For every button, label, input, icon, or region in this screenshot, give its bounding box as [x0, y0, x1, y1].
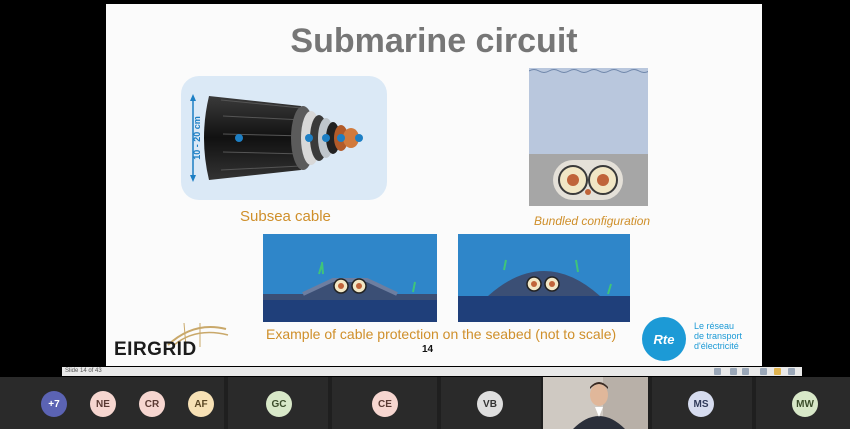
participant-avatar-cr[interactable]: CR — [139, 391, 165, 417]
reading-view-icon[interactable] — [760, 368, 767, 375]
eirgrid-logo: EIRGRID — [114, 319, 234, 363]
rte-tagline-line: Le réseau — [694, 321, 735, 331]
participant-strip: +7 NE CR AF GC CE VB MS MW — [0, 377, 850, 429]
participant-avatar-ce[interactable]: CE — [372, 391, 398, 417]
notes-icon[interactable] — [714, 368, 721, 375]
presentation-slide: Submarine circuit 10 - 20 cm — [106, 4, 762, 366]
slideshow-icon[interactable] — [774, 368, 781, 375]
participant-avatar-gc[interactable]: GC — [266, 391, 292, 417]
eirgrid-wordmark: EIRGRID — [114, 339, 197, 360]
slide-page-number: 14 — [422, 344, 434, 355]
normal-view-icon[interactable] — [730, 368, 737, 375]
rte-tagline-line: de transport — [694, 331, 743, 341]
slide-sorter-icon[interactable] — [742, 368, 749, 375]
subsea-cable-caption: Subsea cable — [240, 208, 331, 225]
participant-avatar-af[interactable]: AF — [188, 391, 214, 417]
zoom-icon[interactable] — [788, 368, 795, 375]
seabed-caption: Example of cable protection on the seabe… — [266, 326, 617, 342]
seabed-protection-illustration-left — [263, 234, 437, 322]
rte-tagline: Le réseau de transport d'électricité — [694, 321, 764, 351]
participant-avatar-ms[interactable]: MS — [688, 391, 714, 417]
participant-avatar-mw[interactable]: MW — [792, 391, 818, 417]
participant-video-feed[interactable] — [543, 377, 648, 429]
participant-avatar-ne[interactable]: NE — [90, 391, 116, 417]
slide-title: Submarine circuit — [290, 22, 578, 60]
bundled-configuration-caption: Bundled configuration — [534, 214, 651, 228]
cable-dimension-label: 10 - 20 cm — [192, 116, 202, 160]
presentation-status-bar: Slide 14 of 43 — [62, 367, 802, 376]
subsea-cable-illustration: 10 - 20 cm — [181, 76, 387, 200]
more-participants-avatar[interactable]: +7 — [41, 391, 67, 417]
seabed-protection-illustration-right — [458, 234, 630, 322]
bundled-configuration-illustration — [529, 68, 648, 206]
slide-counter: Slide 14 of 43 — [65, 368, 102, 374]
rte-logo: Rte — [642, 317, 686, 361]
participant-avatar-vb[interactable]: VB — [477, 391, 503, 417]
rte-tagline-line: d'électricité — [694, 341, 739, 351]
